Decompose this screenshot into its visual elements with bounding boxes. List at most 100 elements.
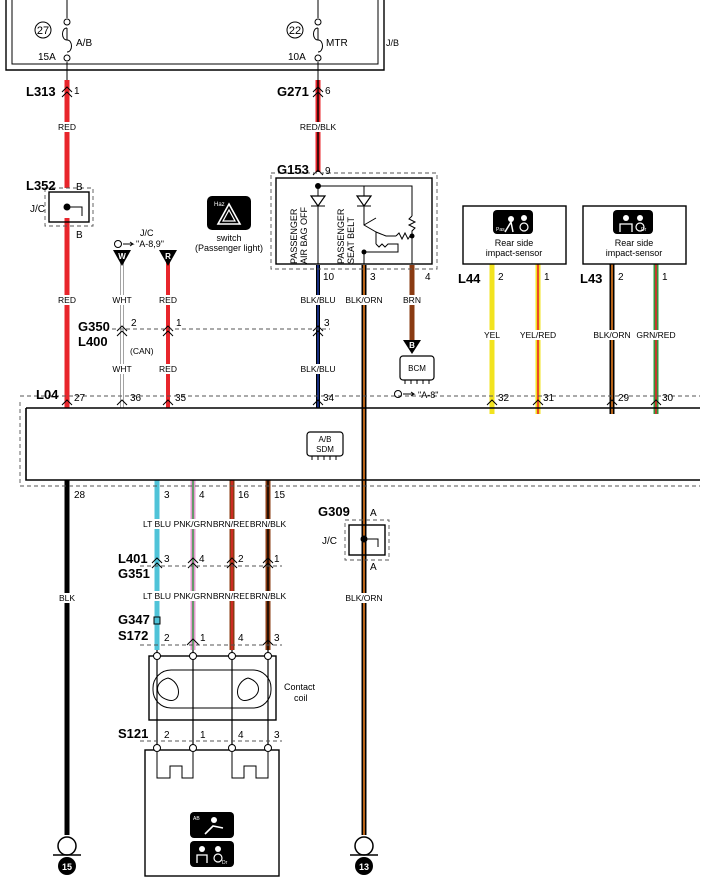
switch-label-1: switch [216,233,241,243]
svg-text:36: 36 [130,393,142,404]
switch-label-2: (Passenger light) [195,243,263,253]
svg-text:2: 2 [131,318,137,329]
wire-label-bg [172,519,214,529]
conn-l401: L401 [118,551,148,566]
pin-numbers: 1 6 9 10 3 4 2 1 2 1 2 1 3 27 36 35 34 3… [74,86,674,741]
svg-text:LT BLU: LT BLU [143,519,171,529]
conn-l04: L04 [36,387,59,402]
fuse-left: 27 A/B 15A [34,0,92,80]
dr-sensor-icon [613,210,653,234]
led-airbag-off-icon [309,195,327,208]
g309-pin-bottom: A [370,562,377,573]
wire-label-bg [248,591,288,601]
conn-l313: L313 [26,84,56,99]
hazard-switch: Haz switch (Passenger light) [195,196,263,253]
fuse-right-name: MTR [326,38,348,49]
junction-connector-g309: J/C A A [322,508,390,573]
fuse-right: 22 MTR 10A [286,0,348,80]
fuse-right-number-circle [286,21,304,39]
svg-text:1: 1 [544,272,550,283]
svg-text:BLK/ORN: BLK/ORN [345,593,382,603]
svg-text:4: 4 [199,490,205,501]
svg-text:BLK: BLK [59,593,75,603]
svg-text:PNK/GRN: PNK/GRN [174,591,213,601]
fuse-left-name: A/B [76,38,92,49]
junction-connector-l352: J/C B B [30,182,94,241]
wire-label-bg [111,295,133,305]
seat-belt-text-1: PASSENGER [336,208,346,264]
can-label: (CAN) [130,346,154,356]
svg-text:6: 6 [325,86,331,97]
rear-sensor-right: Dr Rear side impact-sensor [582,205,687,265]
bcm-ref-eye-icon [394,390,402,398]
airbag-inflator: AB Dr [144,744,280,877]
rear-sensor-left-label-2: impact-sensor [486,248,543,258]
wire-label-bg [211,519,253,529]
svg-text:Pas: Pas [496,227,505,233]
svg-text:BRN/RED: BRN/RED [213,519,251,529]
conn-l43: L43 [580,271,602,286]
bcm-label: BCM [408,364,426,373]
svg-text:15: 15 [62,862,72,872]
svg-text:4: 4 [238,633,244,644]
wire-labels: RED RED/BLK RED WHT RED BLK/BLU BLK/ORN … [57,122,677,603]
svg-text:GRN/RED: GRN/RED [636,330,675,340]
svg-text:16: 16 [238,490,250,501]
svg-text:4: 4 [199,554,205,565]
svg-text:3: 3 [274,633,280,644]
connector-names: L313 G271 G153 L352 G350 L400 L04 L44 L4… [26,84,602,741]
marker-r [159,250,177,266]
svg-text:35: 35 [175,393,187,404]
conn-g153: G153 [277,162,309,177]
svg-text:Dr: Dr [222,860,228,866]
rear-sensor-right-label-2: impact-sensor [606,248,663,258]
sdm-icon [306,431,344,457]
svg-text:2: 2 [618,272,624,283]
wire-label-bg [172,591,214,601]
wire-label-bg [141,591,173,601]
svg-text:27: 27 [74,393,86,404]
marker-b [403,340,421,354]
svg-text:RED: RED [58,295,76,305]
wire-label-bg [129,346,155,356]
wire-label-bg [111,364,133,374]
svg-text:YEL/RED: YEL/RED [520,330,556,340]
airbag-off-text-2: AIR BAG OFF [299,206,309,264]
jc-352-label: J/C [30,204,45,215]
svg-text:1: 1 [74,86,80,97]
conn-s121: S121 [118,726,148,741]
svg-text:RED/BLK: RED/BLK [300,122,337,132]
wire-label-bg [592,330,632,340]
sdm-label-1: A/B [319,435,332,444]
svg-text:BLK/BLU: BLK/BLU [301,364,336,374]
svg-text:BRN/BLK: BRN/BLK [250,591,287,601]
svg-text:AB: AB [193,816,200,822]
hazard-icon [207,196,251,230]
svg-text:2: 2 [238,554,244,565]
wire-label-bg [299,364,337,374]
rear-sensor-left: Pas Rear side impact-sensor [462,205,567,265]
svg-text:10: 10 [323,272,335,283]
svg-text:1: 1 [200,633,206,644]
svg-text:15: 15 [274,490,286,501]
svg-text:30: 30 [662,393,674,404]
svg-text:13: 13 [359,862,369,872]
svg-text:3: 3 [324,318,330,329]
svg-text:PNK/GRN: PNK/GRN [174,519,213,529]
contact-coil-label-2: coil [294,693,308,703]
ref-a8: "A-8" [418,390,438,400]
airbag-off-text-1: PASSENGER [289,208,299,264]
fuse-right-symbol [313,27,323,53]
svg-text:LT BLU: LT BLU [143,591,171,601]
wire-label-bg [482,330,502,340]
conn-l400: L400 [78,334,108,349]
ground-right: 13 [350,836,378,875]
svg-text:1: 1 [176,318,182,329]
driver-sensor-icon [190,841,234,867]
svg-text:3: 3 [274,730,280,741]
jb-label: J/B [386,38,399,48]
junction-block: J/B [5,0,399,71]
svg-text:9: 9 [325,166,331,177]
svg-text:2: 2 [164,730,170,741]
